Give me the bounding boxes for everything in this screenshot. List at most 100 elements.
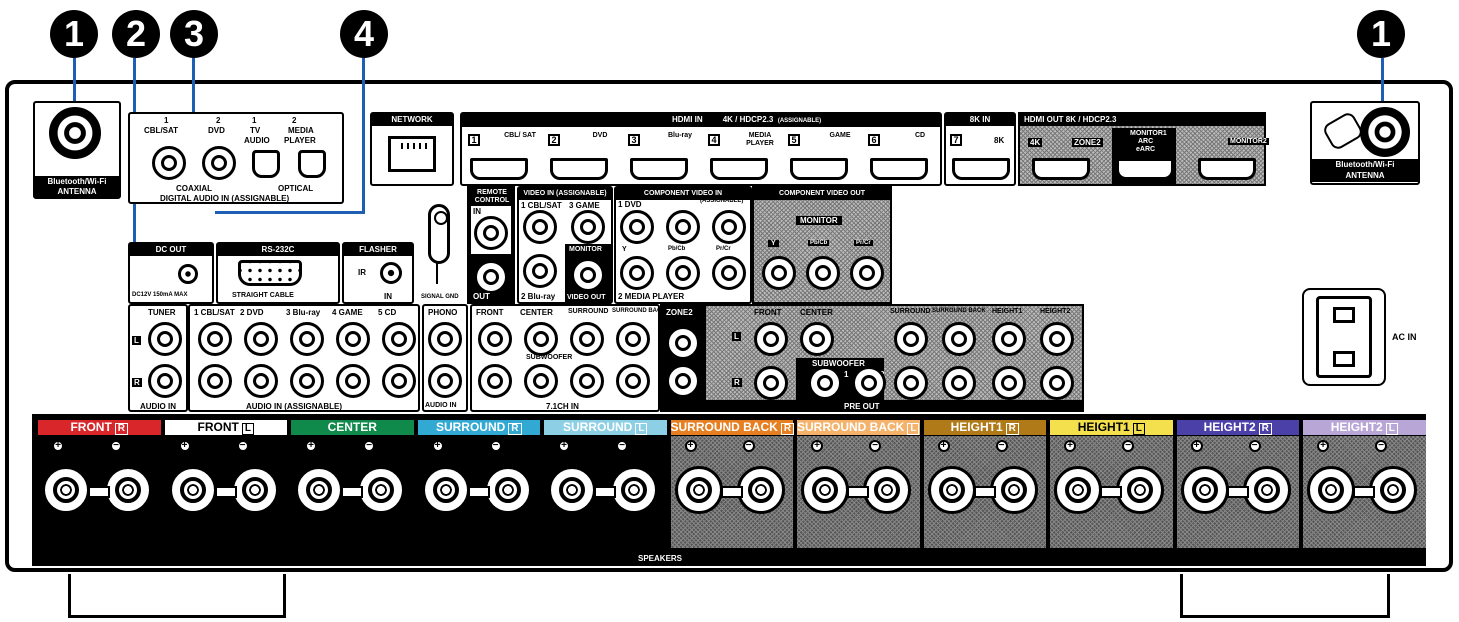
speaker-terminal-plus[interactable]	[801, 466, 849, 514]
video-in-2-jack[interactable]	[523, 254, 557, 288]
speaker-terminal-plus[interactable]	[548, 466, 596, 514]
ch71-center-jack[interactable]	[524, 322, 558, 356]
audio-in-r-jack[interactable]	[290, 364, 324, 398]
hdmi-in-port[interactable]	[870, 158, 928, 180]
speaker-terminal-plus[interactable]	[168, 466, 217, 514]
audio-in-l-jack[interactable]	[198, 322, 232, 356]
ch71-surround-r-jack[interactable]	[570, 364, 604, 398]
speaker-terminal-minus[interactable]	[230, 466, 279, 514]
speaker-terminal-minus[interactable]	[483, 466, 532, 514]
component-in-1-pr-jack[interactable]	[712, 210, 746, 244]
ac-inlet[interactable]	[1302, 288, 1386, 386]
speaker-terminal-minus[interactable]	[357, 466, 405, 514]
optical-in-2-jack[interactable]	[298, 150, 326, 178]
flasher-in-jack[interactable]	[380, 262, 402, 284]
speaker-terminal-minus[interactable]	[1116, 466, 1164, 514]
hdmi-in-port[interactable]	[790, 158, 848, 180]
speaker-terminal-plus[interactable]	[1180, 466, 1229, 514]
hdmi-in-7-port[interactable]	[952, 158, 1010, 180]
speaker-side-badge: R	[114, 423, 129, 435]
remote-out-jack[interactable]	[474, 260, 508, 294]
antenna-connector-right[interactable]	[1360, 107, 1410, 157]
component-in-2-pb-jack[interactable]	[666, 256, 700, 290]
speaker-terminal-minus[interactable]	[736, 466, 785, 514]
pre-out-jack[interactable]	[942, 366, 976, 400]
coaxial-in-1-jack[interactable]	[152, 146, 186, 180]
hdmi-out-monitor2-port[interactable]	[1198, 158, 1256, 180]
pre-out-jack[interactable]	[754, 366, 788, 400]
speaker-terminal-plus[interactable]	[1054, 466, 1102, 514]
audio-in-l-jack[interactable]	[382, 322, 416, 356]
component-out-y-jack[interactable]	[762, 256, 796, 290]
hdmi-in-port[interactable]	[550, 158, 608, 180]
hdmi-in-port[interactable]	[630, 158, 688, 180]
tuner-l-jack[interactable]	[148, 322, 182, 356]
audio-in-r-jack[interactable]	[198, 364, 232, 398]
phono-l-jack[interactable]	[428, 322, 462, 356]
pre-out-jack[interactable]	[1040, 366, 1074, 400]
audio-in-r-jack[interactable]	[244, 364, 278, 398]
pre-out-zone2-l-jack[interactable]	[666, 326, 700, 360]
pre-out-zone2-r-jack[interactable]	[666, 364, 700, 398]
phono-r-jack[interactable]	[428, 364, 462, 398]
hdmi-out-zone2-port[interactable]	[1032, 158, 1090, 180]
speaker-terminal-minus[interactable]	[1242, 466, 1291, 514]
speaker-terminal-minus[interactable]	[989, 466, 1038, 514]
antenna-connector[interactable]	[49, 107, 101, 159]
component-in-1-y-jack[interactable]	[620, 210, 654, 244]
pre-out-jack[interactable]	[1040, 322, 1074, 356]
pre-out-jack[interactable]	[894, 366, 928, 400]
component-out-pb-jack[interactable]	[806, 256, 840, 290]
ch71-subwoofer-jack[interactable]	[524, 364, 558, 398]
dc-out-panel: DC OUT DC12V 150mA MAX	[128, 242, 214, 304]
component-in-2-pr-jack[interactable]	[712, 256, 746, 290]
speaker-terminal-minus[interactable]	[104, 466, 152, 514]
ch71-front-r-jack[interactable]	[478, 364, 512, 398]
antenna-label-2: ANTENNA	[35, 186, 119, 198]
coaxial-in-2-jack[interactable]	[202, 146, 236, 180]
speaker-terminal-minus[interactable]	[610, 466, 658, 514]
pre-out-sub1-jack[interactable]	[808, 366, 842, 400]
pre-out-jack[interactable]	[800, 322, 834, 356]
signal-gnd-terminal[interactable]	[428, 204, 450, 264]
dc-out-jack[interactable]	[178, 264, 198, 284]
audio-in-l-jack[interactable]	[290, 322, 324, 356]
speaker-terminal-plus[interactable]	[42, 466, 90, 514]
ch71-front-l-jack[interactable]	[478, 322, 512, 356]
pre-out-sub2-jack[interactable]	[852, 366, 886, 400]
speaker-terminal-plus[interactable]	[295, 466, 343, 514]
audio-in-r-jack[interactable]	[382, 364, 416, 398]
video-in-3-jack[interactable]	[571, 210, 605, 244]
audio-in-l-jack[interactable]	[336, 322, 370, 356]
pre-out-jack[interactable]	[754, 322, 788, 356]
audio-in-r-jack[interactable]	[336, 364, 370, 398]
ch71-surround-l-jack[interactable]	[570, 322, 604, 356]
video-in-1-jack[interactable]	[523, 210, 557, 244]
hdmi-in-port[interactable]	[710, 158, 768, 180]
component-out-pr-jack[interactable]	[850, 256, 884, 290]
video-out-monitor-jack[interactable]	[571, 258, 605, 292]
optical-in-1-jack[interactable]	[252, 150, 280, 178]
remote-in-jack[interactable]	[474, 216, 508, 250]
rs232c-port[interactable]	[238, 260, 302, 286]
hdmi-out-monitor1-port[interactable]	[1116, 158, 1174, 180]
speaker-terminal-plus[interactable]	[421, 466, 470, 514]
audio-in-l-jack[interactable]	[244, 322, 278, 356]
tuner-r-jack[interactable]	[148, 364, 182, 398]
ch71-surround-back-r-jack[interactable]	[616, 364, 650, 398]
speaker-terminal-plus[interactable]	[1307, 466, 1355, 514]
ch71-surround-back-l-jack[interactable]	[616, 322, 650, 356]
hdmi-in-port[interactable]	[470, 158, 528, 180]
speaker-terminal-minus[interactable]	[1369, 466, 1417, 514]
ethernet-jack[interactable]	[388, 136, 436, 172]
pre-out-jack[interactable]	[942, 322, 976, 356]
speaker-terminal-minus[interactable]	[863, 466, 911, 514]
pre-out-jack[interactable]	[992, 366, 1026, 400]
component-in-1-pb-jack[interactable]	[666, 210, 700, 244]
component-in-2-y-jack[interactable]	[620, 256, 654, 290]
speaker-terminal-plus[interactable]	[927, 466, 976, 514]
pre-out-jack[interactable]	[992, 322, 1026, 356]
pre-out-jack[interactable]	[894, 322, 928, 356]
speaker-terminal-plus[interactable]	[674, 466, 723, 514]
hdmi-port-number: 3	[628, 134, 640, 146]
